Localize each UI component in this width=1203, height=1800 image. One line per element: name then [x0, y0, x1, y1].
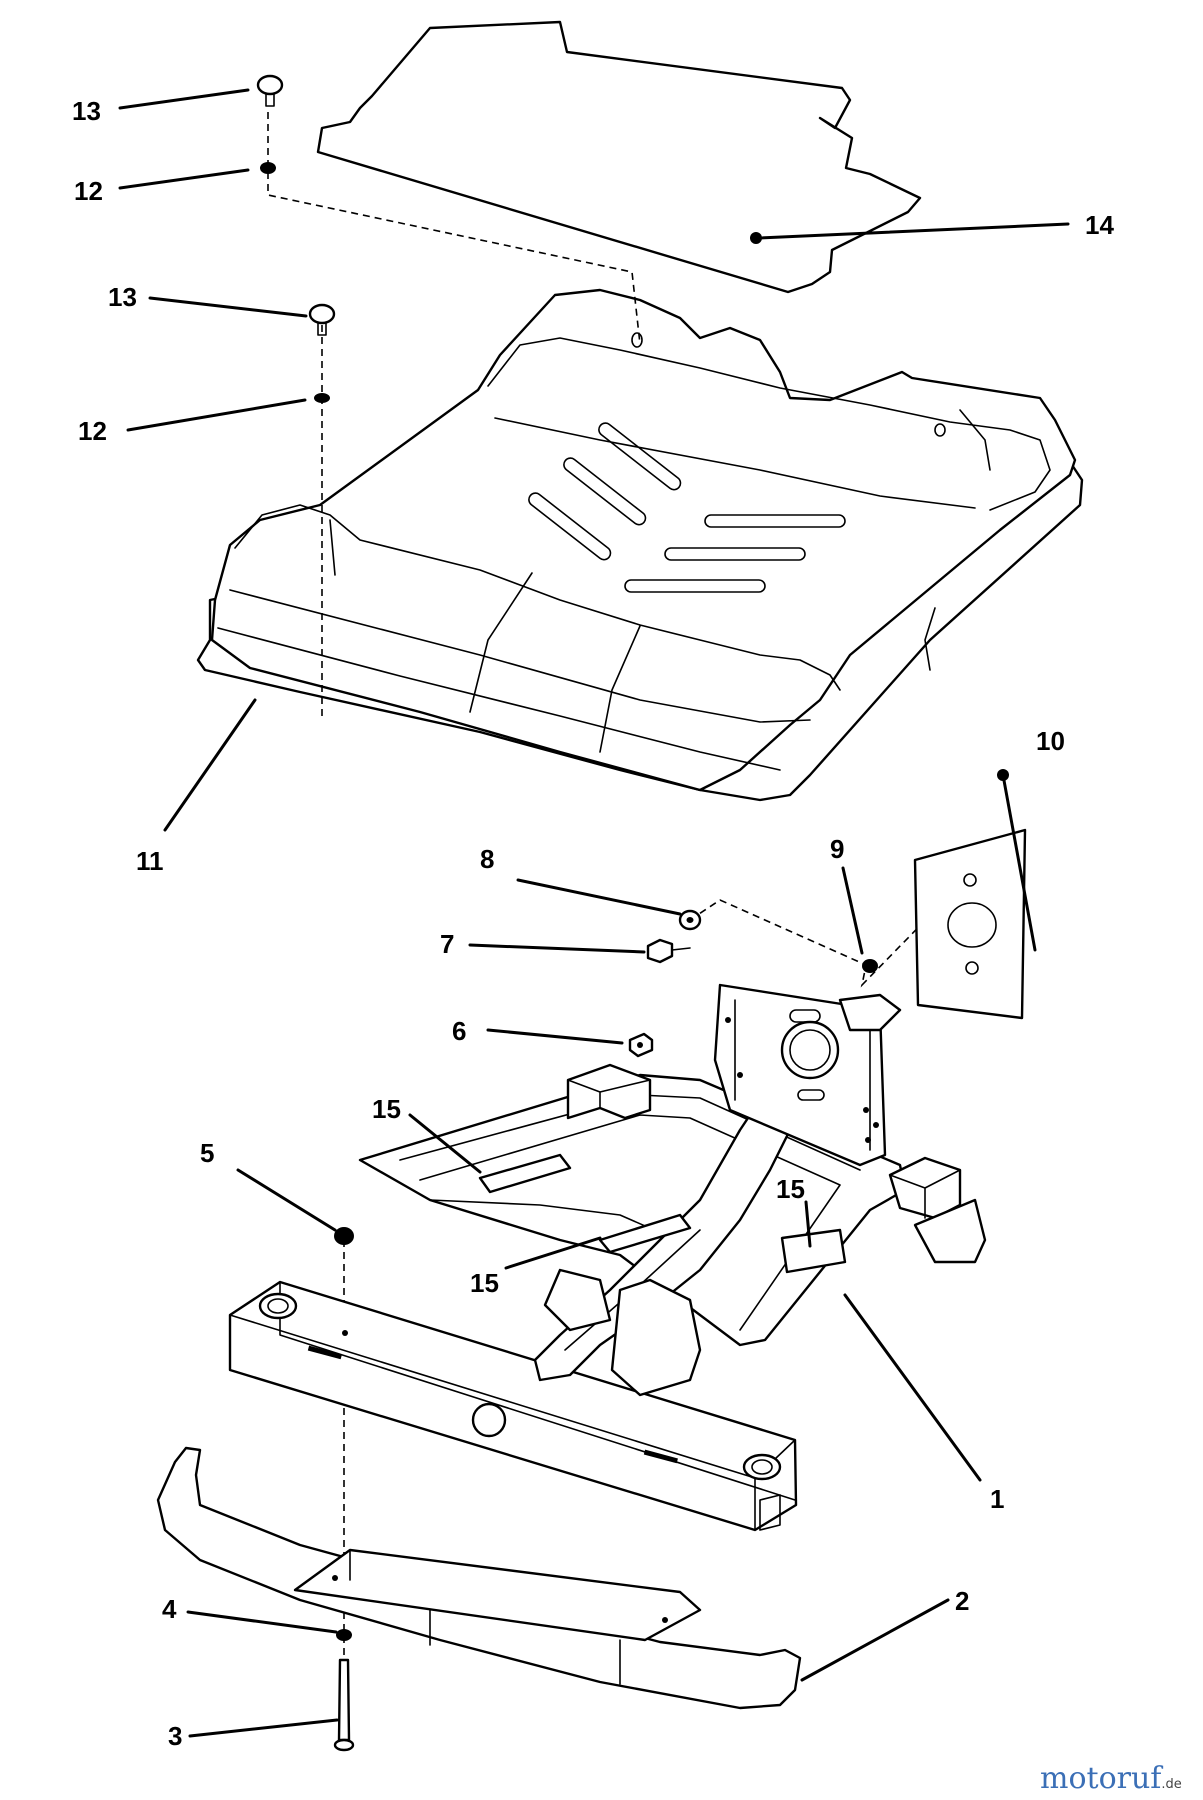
label-13-upper: 13 [72, 96, 101, 126]
part-13-knob-lower [308, 303, 336, 336]
label-5: 5 [200, 1138, 214, 1168]
part-13-knob-upper [256, 74, 284, 107]
label-6: 6 [452, 1016, 466, 1046]
label-7: 7 [440, 929, 454, 959]
part-6-clip [628, 1032, 654, 1058]
part-14-floor-mat [316, 20, 922, 294]
label-13-lower: 13 [108, 282, 137, 312]
leader-end-dots [750, 232, 1009, 781]
part-number-labels: 13 12 13 12 14 11 10 8 9 7 6 15 15 15 5 … [72, 96, 1114, 1751]
part-9-nut [862, 959, 878, 973]
label-3: 3 [168, 1721, 182, 1751]
part-10-gasket-plate [913, 828, 1027, 1020]
part-15-decal-left [478, 1153, 572, 1194]
label-10: 10 [1036, 726, 1065, 756]
part-5-nut [334, 1227, 354, 1245]
label-4: 4 [162, 1594, 177, 1624]
watermark-logo: motoruf.de [1040, 1761, 1182, 1796]
label-12-lower: 12 [78, 416, 107, 446]
svg-text:motoruf.de: motoruf.de [1040, 1761, 1182, 1796]
label-2: 2 [955, 1586, 969, 1616]
part-12-washer-lower [314, 393, 330, 403]
part-15-decal-center [598, 1213, 692, 1254]
part-3-bolt [333, 1658, 355, 1752]
leader-lines [118, 88, 1070, 1738]
part-4-washer [336, 1629, 352, 1641]
part-7-bolt [646, 938, 691, 964]
part-2-bumper [156, 1446, 802, 1710]
label-15-right: 15 [776, 1174, 805, 1204]
label-12-upper: 12 [74, 176, 103, 206]
part-8-washer [678, 909, 702, 931]
label-15-center: 15 [470, 1268, 499, 1298]
part-12-washer-upper [260, 162, 276, 174]
label-11: 11 [136, 846, 164, 876]
part-1-seat-frame [228, 983, 987, 1532]
label-15-left: 15 [372, 1094, 401, 1124]
label-8: 8 [480, 844, 494, 874]
label-14: 14 [1085, 210, 1114, 240]
label-9: 9 [830, 834, 844, 864]
watermark-brand: motoruf [1040, 1761, 1163, 1796]
label-1: 1 [990, 1484, 1004, 1514]
watermark-suffix: .de [1161, 1777, 1181, 1792]
part-11-seat-housing [196, 288, 1084, 802]
part-15-decal-right [780, 1228, 847, 1274]
